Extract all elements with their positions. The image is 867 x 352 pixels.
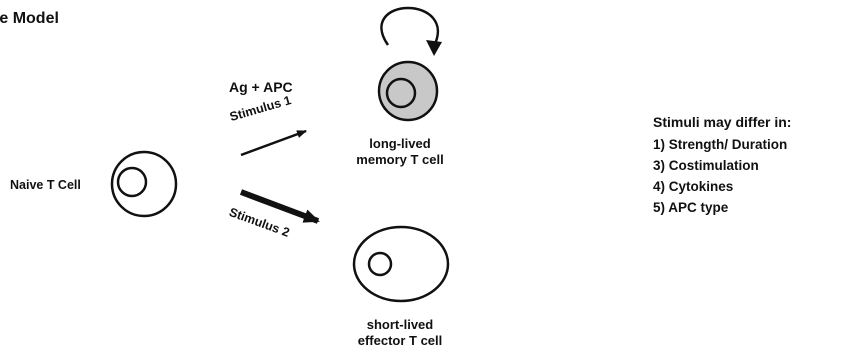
factor-item: 5) APC type <box>653 200 729 215</box>
effector-cell-label-line2: effector T cell <box>357 333 443 348</box>
memory-cell-label: long-lived memory T cell <box>335 136 465 168</box>
naive-t-cell <box>110 150 178 218</box>
naive-cell-label: Naive T Cell <box>10 178 81 192</box>
diagram-title: ive Model <box>0 10 59 27</box>
factor-item: 1) Strength/ Duration <box>653 137 788 152</box>
effector-cell-membrane <box>352 225 450 303</box>
factors-heading: Stimuli may differ in: <box>653 114 792 130</box>
memory-cell-nucleus <box>385 77 417 109</box>
effector-cell-label: short-lived effector T cell <box>335 317 465 349</box>
effector-cell-nucleus <box>367 251 393 277</box>
naive-cell-nucleus <box>116 166 148 198</box>
self-renewal-loop-arrow <box>380 6 440 47</box>
memory-cell-label-line1: long-lived <box>369 136 431 151</box>
stimulus-1-arrow <box>240 129 307 157</box>
effector-cell-label-line1: short-lived <box>366 317 434 332</box>
antigen-apc-label: Ag + APC <box>229 79 293 95</box>
stimuli-factors-panel: Stimuli may differ in: 1) Strength/ Dura… <box>653 114 791 218</box>
effector-t-cell <box>352 225 450 303</box>
factor-item: 3) Costimulation <box>653 158 759 173</box>
factor-item: 4) Cytokines <box>653 179 734 194</box>
stimulus-2-arrow <box>239 189 320 224</box>
memory-t-cell <box>377 60 439 122</box>
memory-cell-label-line2: memory T cell <box>356 152 444 167</box>
self-renewal-arrowhead <box>426 40 442 56</box>
